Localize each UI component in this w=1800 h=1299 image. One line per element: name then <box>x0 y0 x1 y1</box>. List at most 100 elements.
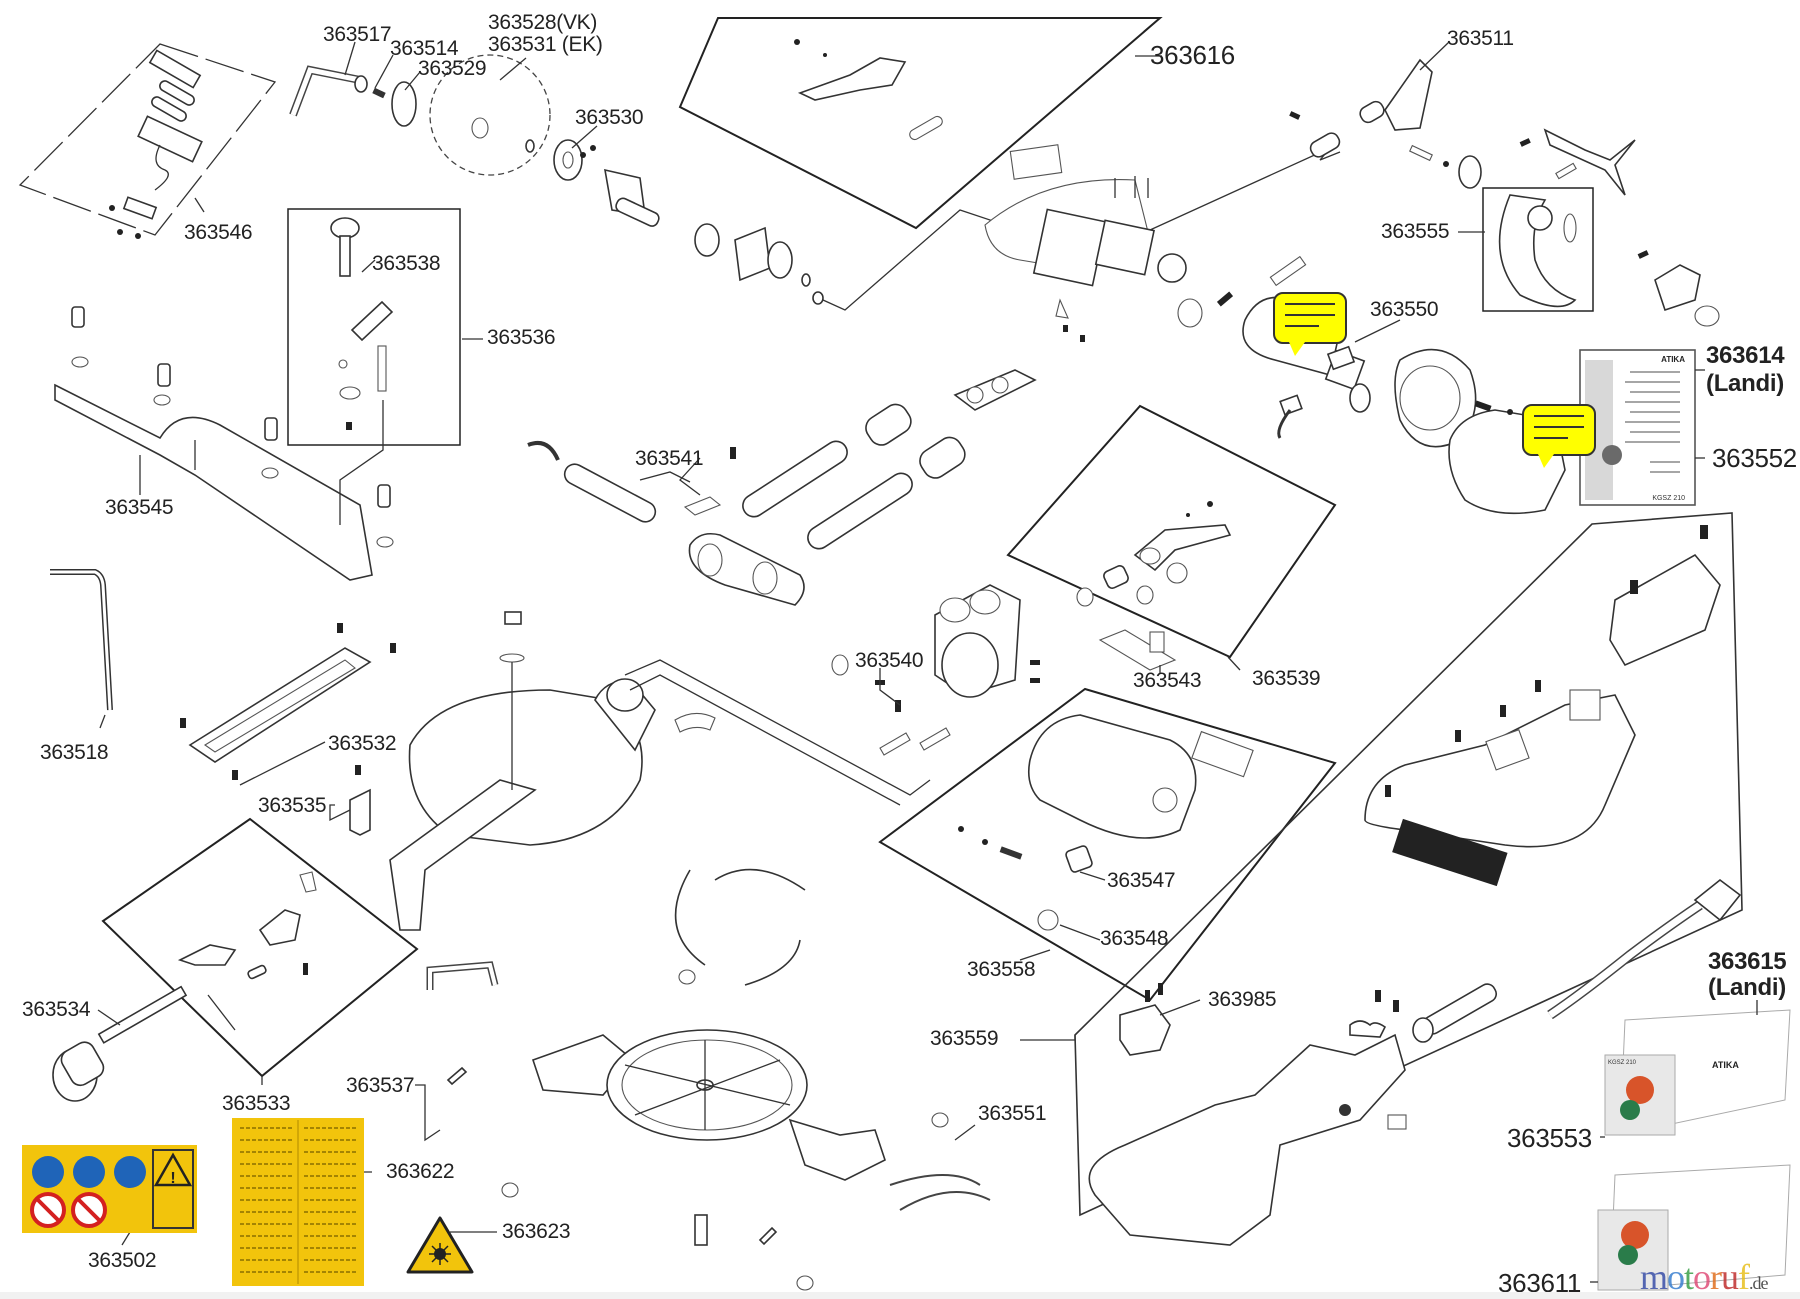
label-363614-landi: (Landi) <box>1706 370 1784 397</box>
kit-box-363539 <box>1006 404 1337 659</box>
label-363543[interactable]: 363543 <box>1133 669 1202 692</box>
watermark-letter: m <box>1640 1257 1668 1297</box>
part-base[interactable] <box>501 868 886 1291</box>
watermark-suffix: .de <box>1749 1273 1768 1293</box>
part-363532-table-extension[interactable] <box>180 623 396 780</box>
label-363539[interactable]: 363539 <box>1252 667 1321 690</box>
label-363547[interactable]: 363547 <box>1107 869 1176 892</box>
part-base-cover[interactable] <box>1088 1033 1407 1246</box>
part-363545-fence[interactable] <box>54 306 394 581</box>
watermark-letter: r <box>1710 1257 1722 1297</box>
comment-note-icon[interactable] <box>1273 292 1347 356</box>
label-363553[interactable]: 363553 <box>1507 1123 1592 1153</box>
label-363552[interactable]: 363552 <box>1712 443 1797 473</box>
label-363558[interactable]: 363558 <box>967 958 1036 981</box>
sticker-363502-safety-symbols[interactable]: ! <box>22 1145 197 1233</box>
part-washer-screw-set[interactable] <box>1409 128 1636 196</box>
label-363985[interactable]: 363985 <box>1208 988 1277 1011</box>
part-363543-stop-bracket[interactable] <box>1098 629 1177 671</box>
part-363553-packaging-box[interactable]: ATIKA KGSZ 210 <box>1604 1009 1791 1136</box>
label-363616[interactable]: 363616 <box>1150 40 1235 70</box>
label-363548[interactable]: 363548 <box>1100 927 1169 950</box>
label-363551[interactable]: 363551 <box>978 1102 1047 1125</box>
watermark-logo: motoruf.de <box>1640 1256 1769 1298</box>
part-363534-handle-knob[interactable] <box>52 985 188 1102</box>
sticker-363623-laser-warning[interactable] <box>406 1216 474 1274</box>
watermark-letter: t <box>1684 1257 1694 1297</box>
sticker-363622-warning-text[interactable] <box>232 1118 364 1286</box>
part-363551-rubber-foot[interactable] <box>889 1112 991 1211</box>
part-bearing[interactable] <box>1349 383 1371 413</box>
part-363541-carriage[interactable] <box>639 447 805 606</box>
part-363616-lever[interactable] <box>794 39 1063 180</box>
label-363528[interactable]: 363528(VK) <box>488 11 598 34</box>
part-363559-handle[interactable] <box>1364 525 1721 887</box>
label-363545[interactable]: 363545 <box>105 496 174 519</box>
label-363530[interactable]: 363530 <box>575 106 644 129</box>
label-363550[interactable]: 363550 <box>1370 298 1439 321</box>
leader-lines <box>97 41 1758 1283</box>
part-363539-handle-lock[interactable] <box>1076 501 1232 607</box>
part-end-cap[interactable] <box>1637 250 1720 327</box>
label-363511[interactable]: 363511 <box>1447 27 1514 50</box>
part-slide-rails[interactable] <box>527 369 1037 553</box>
part-363558-motor-cover[interactable] <box>958 714 1254 931</box>
label-363538[interactable]: 363538 <box>372 252 441 275</box>
watermark-letter: o <box>1693 1257 1711 1297</box>
part-motor-housing[interactable] <box>389 611 931 931</box>
label-363535[interactable]: 363535 <box>258 794 327 817</box>
label-363532[interactable]: 363532 <box>328 732 397 755</box>
label-363623[interactable]: 363623 <box>502 1220 571 1243</box>
watermark-letter: u <box>1721 1257 1739 1297</box>
label-363555[interactable]: 363555 <box>1381 220 1450 243</box>
label-363546[interactable]: 363546 <box>184 221 253 244</box>
label-363611[interactable]: 363611 <box>1498 1268 1582 1298</box>
kit-box-363555 <box>1482 187 1594 312</box>
label-363540[interactable]: 363540 <box>855 649 924 672</box>
part-363546-assembly[interactable] <box>109 49 203 239</box>
part-363985-switch[interactable] <box>1119 983 1171 1056</box>
part-363528-saw-blade[interactable] <box>429 54 551 176</box>
label-363622[interactable]: 363622 <box>386 1160 455 1183</box>
label-363541[interactable]: 363541 <box>635 447 704 470</box>
label-363529[interactable]: 363529 <box>418 57 487 80</box>
part-363518-hex-key[interactable] <box>50 569 113 711</box>
part-363533-lock-kit[interactable] <box>177 871 317 1031</box>
label-363559[interactable]: 363559 <box>930 1027 999 1050</box>
part-363530-flange-set[interactable] <box>525 139 1021 311</box>
label-363534[interactable]: 363534 <box>22 998 91 1021</box>
part-363550-carbon-brush[interactable] <box>1277 345 1356 439</box>
bottom-scroll-edge <box>0 1292 1800 1299</box>
part-motor-end-shield[interactable] <box>1394 348 1477 448</box>
part-motor-head[interactable] <box>984 147 1341 342</box>
label-363514[interactable]: 363514 <box>390 37 459 60</box>
label-363536[interactable]: 363536 <box>487 326 556 349</box>
label-363518[interactable]: 363518 <box>40 741 109 764</box>
comment-note-icon[interactable] <box>1522 404 1596 468</box>
label-363533[interactable]: 363533 <box>222 1092 291 1115</box>
kit-box-363533 <box>101 817 419 1078</box>
part-363614-manual[interactable]: ATIKA KGSZ 210 <box>1579 349 1696 506</box>
part-363511-cover[interactable] <box>1289 58 1433 159</box>
box-model: KGSZ 210 <box>1608 1060 1637 1066</box>
label-363537[interactable]: 363537 <box>346 1074 415 1097</box>
label-363531[interactable]: 363531 (EK) <box>488 33 603 56</box>
watermark-letter: f <box>1738 1257 1750 1297</box>
part-363537-clamp-rod[interactable] <box>426 961 499 1086</box>
svg-text:!: ! <box>170 1170 175 1187</box>
label-363502[interactable]: 363502 <box>88 1249 157 1272</box>
label-363517[interactable]: 363517 <box>323 23 392 46</box>
part-363535-bracket[interactable] <box>349 765 371 836</box>
kit-box-363559 <box>1074 512 1743 1217</box>
part-363517-hex-wrench[interactable] <box>289 65 368 117</box>
label-363615[interactable]: 363615 <box>1708 948 1787 975</box>
label-363615-landi: (Landi) <box>1708 974 1786 1001</box>
label-363614[interactable]: 363614 <box>1706 342 1785 369</box>
part-363555-blade-guard[interactable] <box>1498 194 1577 308</box>
part-363611-packaging-box[interactable] <box>1597 1164 1791 1291</box>
part-363514-screw[interactable] <box>372 87 386 99</box>
part-363536-stop-kit[interactable] <box>330 217 394 430</box>
part-363529-flange[interactable] <box>391 81 417 127</box>
part-363540-bevel-holder[interactable] <box>831 584 1040 756</box>
part-power-cord[interactable] <box>1349 878 1742 1043</box>
